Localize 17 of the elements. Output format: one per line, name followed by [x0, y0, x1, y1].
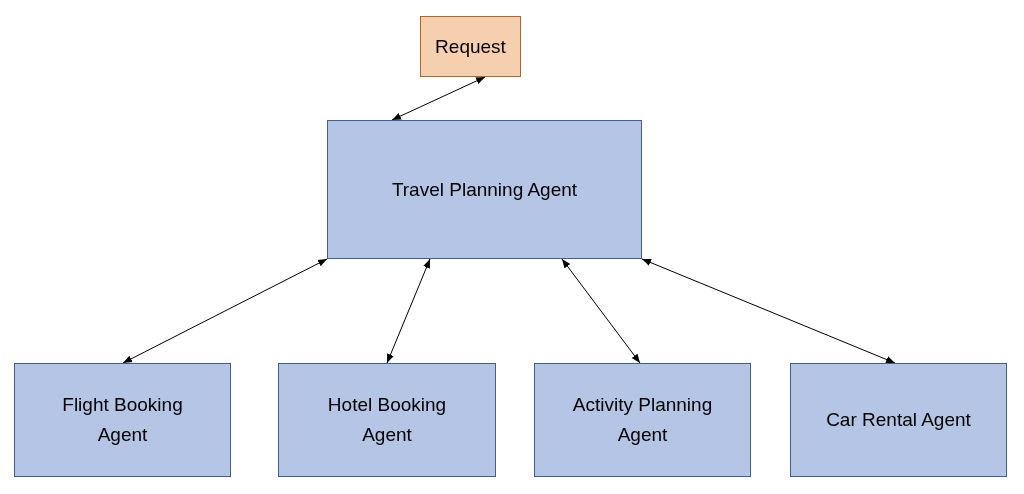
request-box [420, 16, 521, 77]
node-label: Request [434, 34, 507, 59]
arrow [386, 258, 431, 364]
agent-box [790, 363, 1007, 477]
arrow [391, 76, 486, 121]
node-label: Activity Planning Agent [571, 393, 714, 447]
arrow [561, 258, 641, 364]
node-label: Hotel Booking Agent [326, 393, 448, 447]
node-label: Car Rental Agent [825, 408, 972, 432]
agent-box [278, 363, 496, 477]
agent-box [327, 120, 642, 259]
agent-box [534, 363, 751, 477]
arrow [122, 258, 328, 364]
arrow [641, 258, 896, 364]
agent-box [14, 363, 231, 477]
node-label: Flight Booking Agent [61, 393, 184, 447]
node-label: Travel Planning Agent [390, 177, 579, 202]
